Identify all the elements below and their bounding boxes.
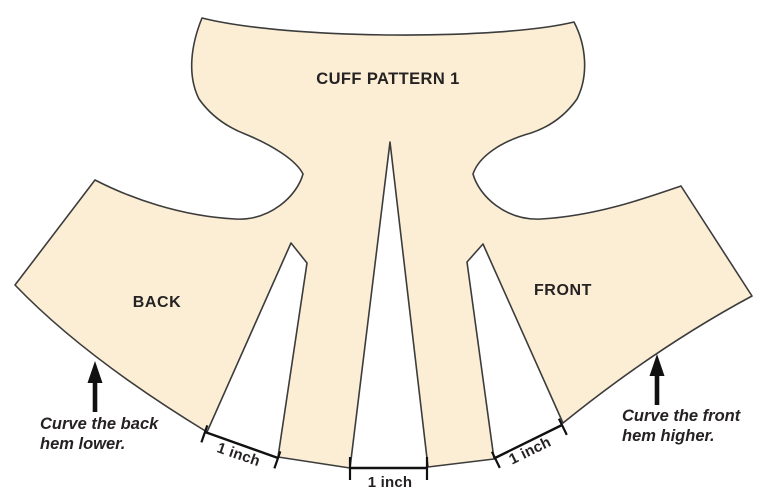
front-hem-arrow-icon xyxy=(649,354,665,405)
left-inch-measurement: 1 inch xyxy=(200,425,282,470)
cuff-pattern-title: CUFF PATTERN 1 xyxy=(316,70,459,88)
left-measure-tick-start xyxy=(200,425,209,443)
center-inch-label: 1 inch xyxy=(368,474,413,491)
front-panel-label: FRONT xyxy=(534,282,592,299)
back-hem-note-line2: hem lower. xyxy=(40,435,125,453)
center-inch-measurement: 1 inch xyxy=(348,457,429,491)
right-inch-label: 1 inch xyxy=(506,434,553,469)
right-measure-tick-start xyxy=(490,451,501,469)
front-hem-note-line1: Curve the front xyxy=(622,407,742,425)
left-measure-tick-end xyxy=(273,451,282,469)
pattern-outline xyxy=(14,17,753,469)
back-hem-arrow-icon xyxy=(87,361,103,412)
right-inch-measurement: 1 inch xyxy=(490,418,568,469)
right-measure-tick-end xyxy=(557,418,568,436)
back-panel-label: BACK xyxy=(133,294,182,311)
front-hem-note-line2: hem higher. xyxy=(622,427,715,445)
back-hem-note-line1: Curve the back xyxy=(40,415,159,433)
